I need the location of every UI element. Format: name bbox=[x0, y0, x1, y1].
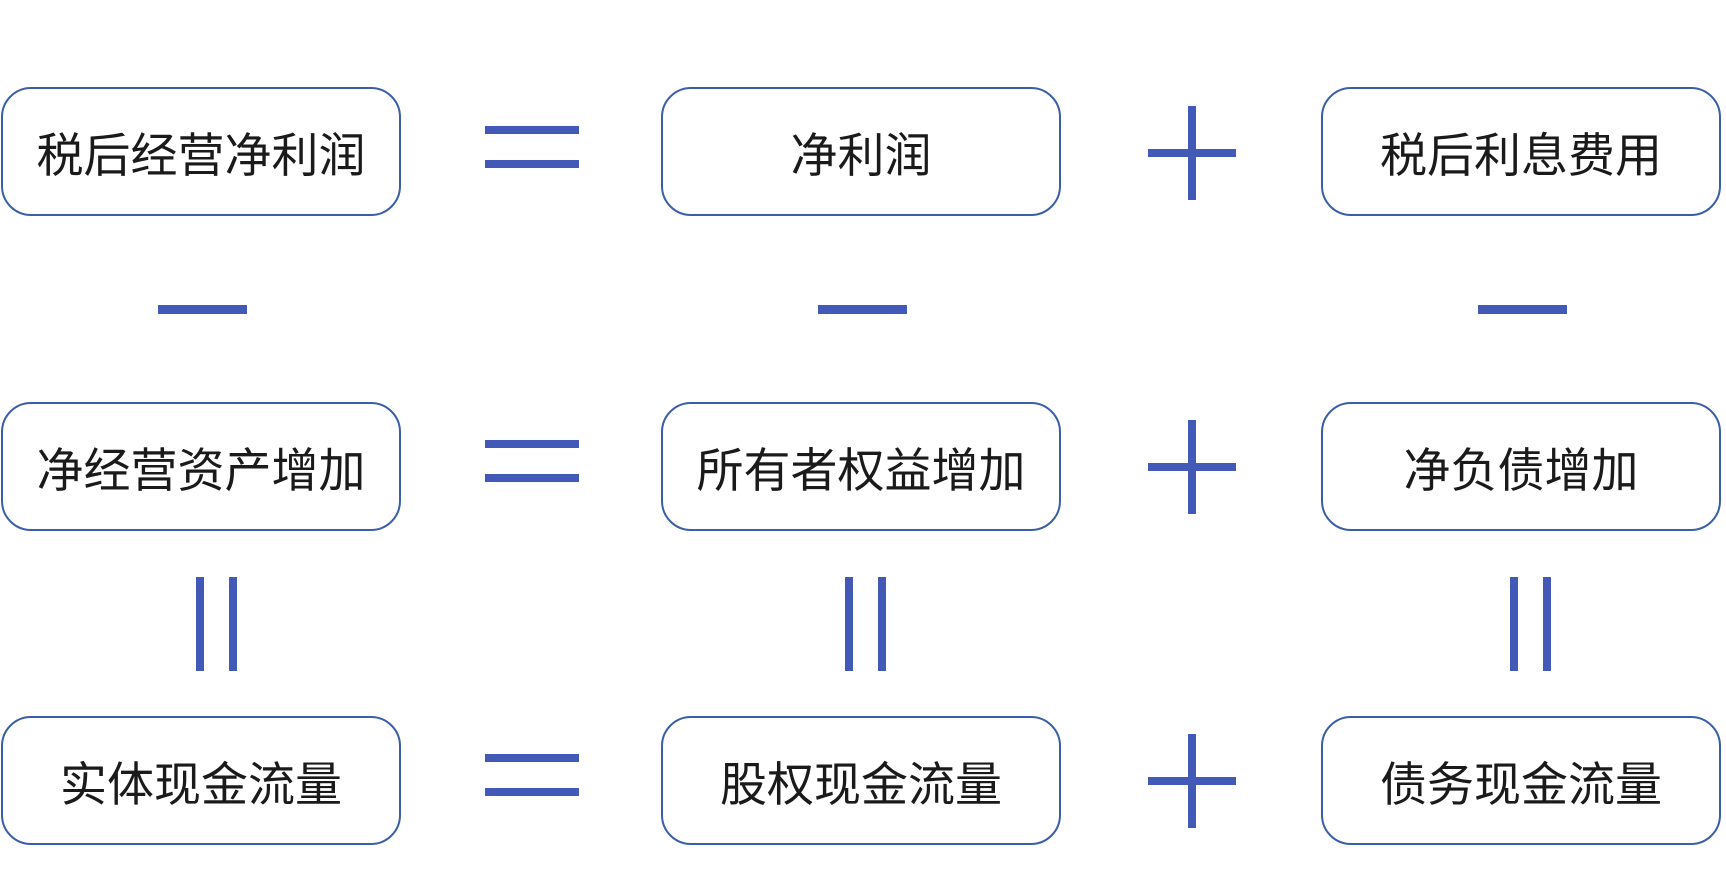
equals-icon bbox=[485, 440, 579, 484]
plus-icon bbox=[1148, 106, 1236, 200]
equals-icon bbox=[485, 126, 579, 170]
box-label: 所有者权益增加 bbox=[696, 444, 1026, 499]
minus-icon bbox=[1478, 305, 1567, 314]
box-label: 净利润 bbox=[790, 129, 932, 184]
box-after-tax-operating-profit: 税后经营净利润 bbox=[1, 87, 401, 216]
minus-icon bbox=[158, 305, 247, 314]
box-label: 股权现金流量 bbox=[720, 758, 1002, 813]
box-net-debt-increase: 净负债增加 bbox=[1321, 402, 1721, 531]
box-label: 税后经营净利润 bbox=[36, 129, 366, 184]
box-entity-cash-flow: 实体现金流量 bbox=[1, 716, 401, 845]
box-equity-cash-flow: 股权现金流量 bbox=[661, 716, 1061, 845]
box-label: 债务现金流量 bbox=[1380, 758, 1662, 813]
vertical-equals-icon bbox=[845, 577, 887, 671]
box-label: 税后利息费用 bbox=[1380, 129, 1662, 184]
box-after-tax-interest-expense: 税后利息费用 bbox=[1321, 87, 1721, 216]
box-owners-equity-increase: 所有者权益增加 bbox=[661, 402, 1061, 531]
plus-icon bbox=[1148, 420, 1236, 514]
plus-icon bbox=[1148, 734, 1236, 828]
box-net-profit: 净利润 bbox=[661, 87, 1061, 216]
vertical-equals-icon bbox=[196, 577, 238, 671]
vertical-equals-icon bbox=[1510, 577, 1552, 671]
box-label: 净负债增加 bbox=[1403, 444, 1639, 499]
minus-icon bbox=[818, 305, 907, 314]
box-label: 实体现金流量 bbox=[60, 758, 342, 813]
box-net-operating-assets-increase: 净经营资产增加 bbox=[1, 402, 401, 531]
box-debt-cash-flow: 债务现金流量 bbox=[1321, 716, 1721, 845]
equals-icon bbox=[485, 754, 579, 798]
box-label: 净经营资产增加 bbox=[36, 444, 366, 499]
